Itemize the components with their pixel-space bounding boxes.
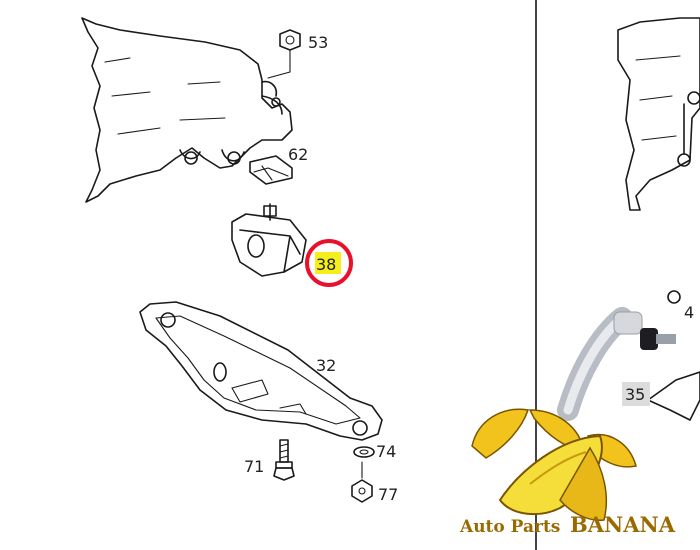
part-label-74: 74 xyxy=(376,442,396,461)
part-label-62: 62 xyxy=(288,145,308,164)
highlight-circle xyxy=(305,239,353,287)
brand-name-part1: Auto Parts xyxy=(459,517,560,537)
part-label-38: 38 xyxy=(316,255,336,274)
part-label-35: 35 xyxy=(625,385,645,404)
part-label-53: 53 xyxy=(308,33,328,52)
transmission-housing xyxy=(81,17,293,203)
part-label-32: 32 xyxy=(316,356,336,375)
washer-74 xyxy=(353,446,375,458)
clip-62 xyxy=(249,155,293,185)
highlight-fill xyxy=(315,252,341,274)
engine-mount-38 xyxy=(231,203,307,277)
part-label-4: 4 xyxy=(684,303,694,322)
brand-name-part2: BANANA xyxy=(570,512,676,537)
transmission-housing-right xyxy=(617,17,700,211)
bolt-71 xyxy=(273,439,295,481)
nut-4 xyxy=(667,290,681,304)
control-arm-35 xyxy=(557,307,676,421)
part-label-77: 77 xyxy=(378,485,398,504)
banana-logo-icon xyxy=(471,408,637,521)
part-label-35-box xyxy=(622,382,650,406)
crossmember-right xyxy=(647,371,700,421)
nut-77 xyxy=(351,461,373,503)
nut-53 xyxy=(267,29,301,79)
part-label-71: 71 xyxy=(244,457,264,476)
crossmember-32 xyxy=(139,301,383,441)
